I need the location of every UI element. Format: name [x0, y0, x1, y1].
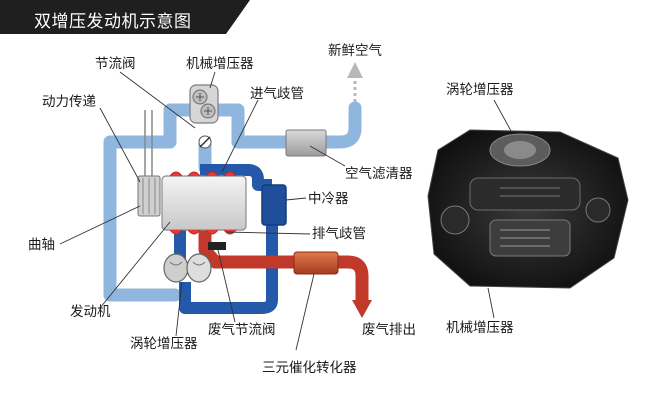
throttle-valve — [198, 135, 212, 149]
label-engine: 发动机 — [70, 304, 111, 320]
fresh-air-arrow — [347, 62, 363, 102]
exhaust-arrow — [352, 300, 372, 318]
engine-photo — [427, 129, 629, 289]
wastegate-valve — [208, 242, 226, 250]
label-supercharger: 机械增压器 — [186, 56, 254, 72]
label-photo-supercharger: 机械增压器 — [446, 320, 514, 336]
crankshaft-pulley — [137, 175, 161, 217]
label-power-transfer: 动力传递 — [42, 94, 96, 110]
turbocharger-unit — [163, 253, 212, 283]
label-air-filter: 空气滤清器 — [345, 166, 413, 182]
label-throttle: 节流阀 — [95, 56, 136, 72]
label-photo-turbocharger: 涡轮增压器 — [446, 82, 514, 98]
label-intake-manifold: 进气歧管 — [250, 86, 304, 102]
label-exhaust-out: 废气排出 — [362, 322, 416, 338]
intercooler-block — [261, 184, 287, 226]
label-turbocharger: 涡轮增压器 — [130, 336, 198, 352]
label-intercooler: 中冷器 — [308, 191, 349, 207]
leader-lines — [59, 71, 517, 351]
page-title: 双增压发动机示意图 — [34, 12, 192, 32]
schematic-labels: 节流阀 机械增压器 新鲜空气 动力传递 进气歧管 空气滤清器 中冷器 曲轴 排气… — [28, 43, 514, 376]
label-wastegate: 废气节流阀 — [208, 322, 276, 338]
label-exhaust-manifold: 排气歧管 — [312, 226, 366, 242]
label-fresh-air: 新鲜空气 — [328, 43, 382, 59]
title-bar — [0, 0, 250, 34]
catalytic-converter-block — [293, 251, 339, 275]
supercharger-unit — [189, 84, 219, 124]
label-catalytic-converter: 三元催化转化器 — [262, 360, 357, 376]
exhaust-pipe — [198, 221, 369, 307]
label-crankshaft: 曲轴 — [28, 237, 55, 253]
engine-block — [161, 171, 247, 235]
